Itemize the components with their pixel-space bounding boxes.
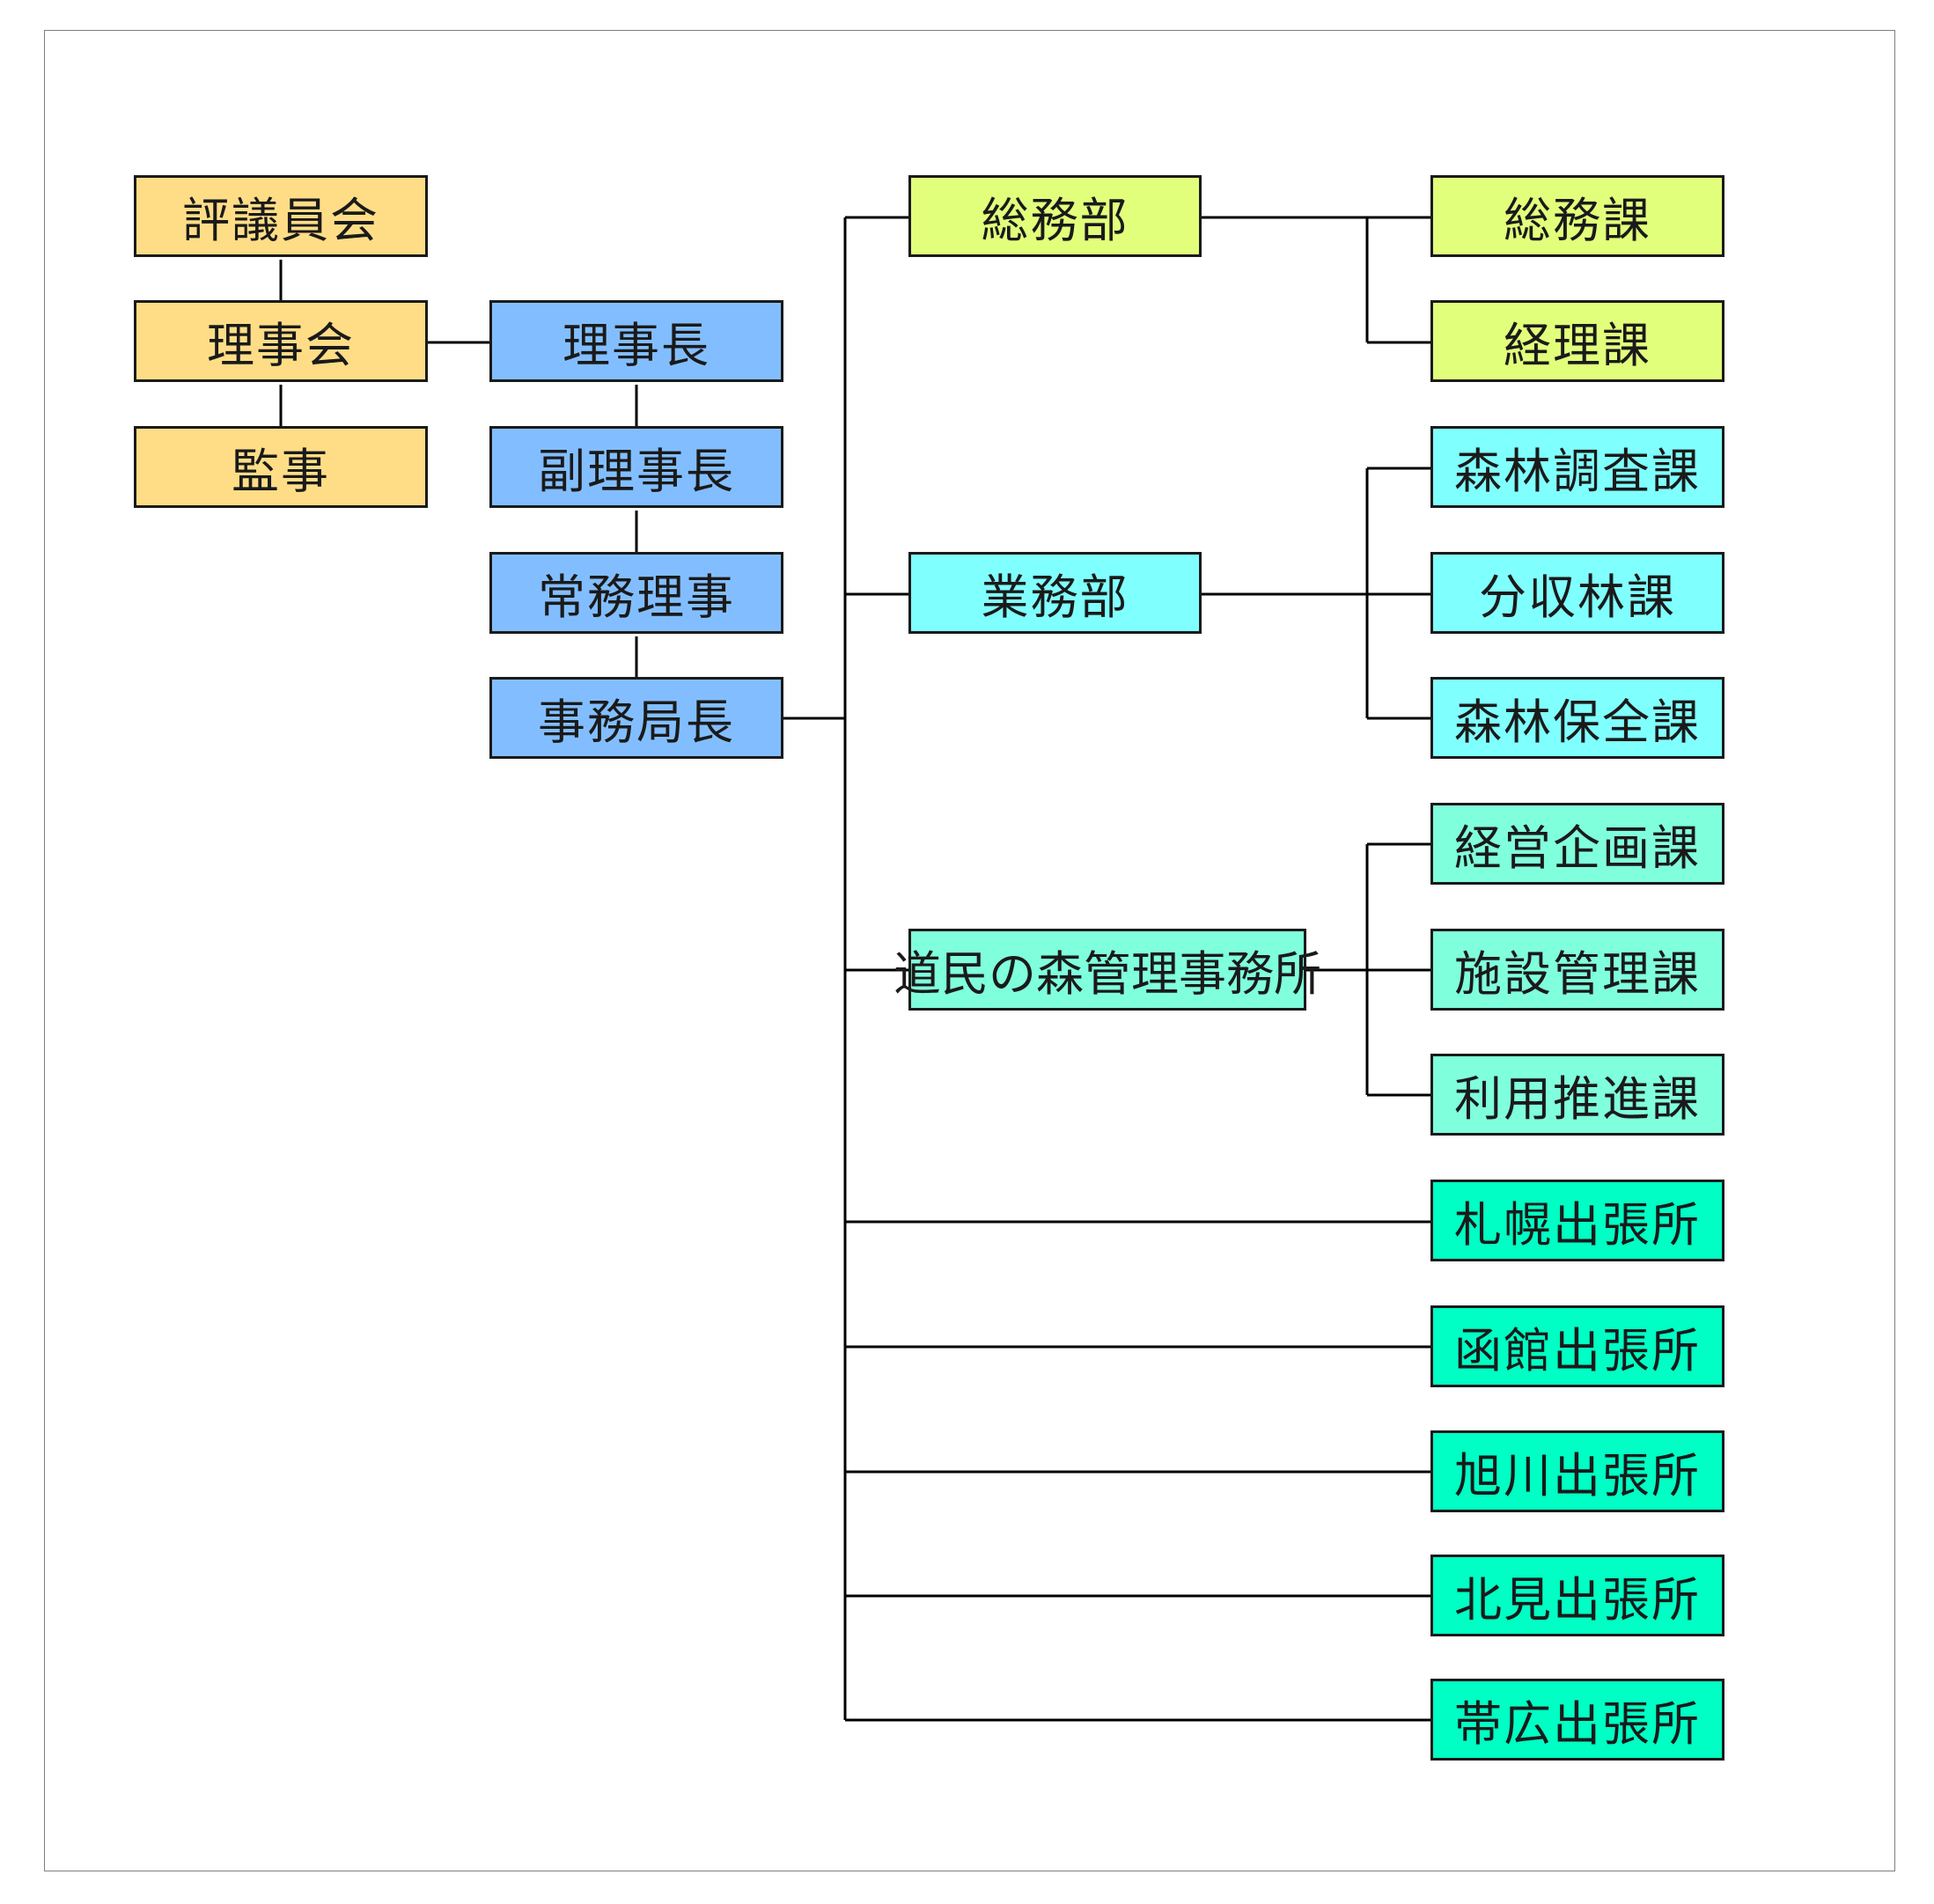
node-branch-kitami: 北見出張所 [1430, 1555, 1724, 1636]
node-section-shared-forest: 分収林課 [1430, 552, 1724, 634]
diagram-frame [44, 30, 1895, 1871]
node-operations-dept: 業務部 [908, 552, 1202, 634]
node-section-management-planning: 経営企画課 [1430, 803, 1724, 885]
node-chairman: 理事長 [489, 300, 783, 382]
node-section-keiri: 経理課 [1430, 300, 1724, 382]
node-branch-asahikawa: 旭川出張所 [1430, 1430, 1724, 1512]
node-section-forest-conservation: 森林保全課 [1430, 677, 1724, 759]
node-branch-hakodate: 函館出張所 [1430, 1305, 1724, 1387]
node-branch-obihiro: 帯広出張所 [1430, 1679, 1724, 1761]
node-managing-director: 常務理事 [489, 552, 783, 634]
node-secretary-general: 事務局長 [489, 677, 783, 759]
node-board: 理事会 [134, 300, 428, 382]
node-branch-sapporo: 札幌出張所 [1430, 1180, 1724, 1261]
node-section-forest-survey: 森林調査課 [1430, 426, 1724, 508]
node-section-usage-promotion: 利用推進課 [1430, 1054, 1724, 1136]
node-general-affairs-dept: 総務部 [908, 175, 1202, 257]
node-section-somu: 総務課 [1430, 175, 1724, 257]
node-forest-office: 道民の森管理事務所 [893, 929, 1321, 1011]
node-section-facility-management: 施設管理課 [1430, 929, 1724, 1011]
node-council: 評議員会 [134, 175, 428, 257]
node-vice-chairman: 副理事長 [489, 426, 783, 508]
node-auditor: 監事 [134, 426, 428, 508]
